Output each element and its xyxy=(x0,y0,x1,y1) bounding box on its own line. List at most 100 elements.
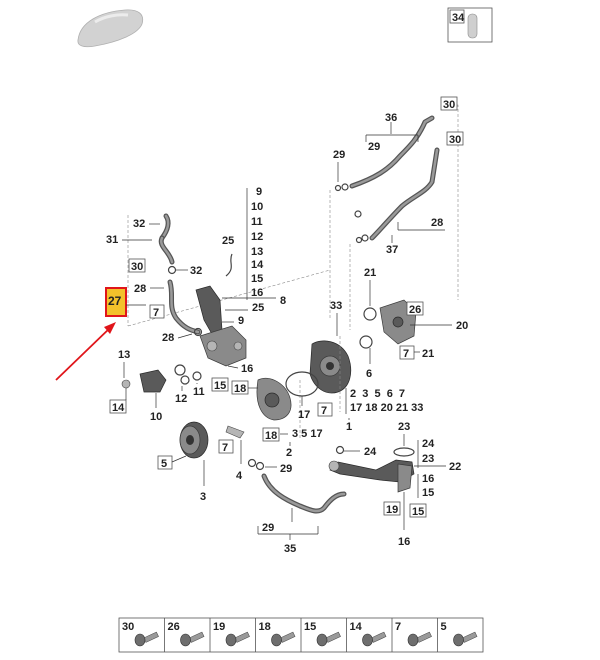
bottom-part-label: 7 xyxy=(395,621,401,633)
bottom-part-icon xyxy=(225,631,250,647)
bottom-part-15: 15 xyxy=(300,618,341,652)
label-15: 15 xyxy=(251,273,263,285)
label-20: 20 xyxy=(456,320,468,332)
hose-36-assembly xyxy=(334,115,435,192)
bottom-part-icon xyxy=(180,631,205,647)
bottom-part-label: 30 xyxy=(122,621,134,633)
label-22: 22 xyxy=(449,461,461,473)
pump-cover-2 xyxy=(256,377,292,421)
label-8: 8 xyxy=(280,295,286,307)
red-arrow xyxy=(55,322,116,381)
box-7: 7 xyxy=(222,442,228,454)
hose-28 xyxy=(167,279,201,335)
bottom-part-5: 5 xyxy=(437,618,478,652)
label-16: 16 xyxy=(241,363,253,375)
label-23: 23 xyxy=(422,453,434,465)
pulley-3 xyxy=(179,421,209,459)
label-36: 36 xyxy=(385,112,397,124)
label-29: 29 xyxy=(368,141,380,153)
label-29: 29 xyxy=(333,149,345,161)
label-row-parts-a: 2 3 5 6 7 xyxy=(350,388,405,400)
label-16: 16 xyxy=(251,287,263,299)
label-1: 1 xyxy=(346,421,352,433)
label-row-parts-c: 3 5 17 xyxy=(292,428,323,440)
label-4: 4 xyxy=(236,470,243,482)
label-10: 10 xyxy=(150,411,162,423)
bottom-part-label: 15 xyxy=(304,621,316,633)
bottom-parts-strip: 30 26 19 18 15 14 7 5 xyxy=(118,617,484,653)
box-30: 30 xyxy=(443,99,455,111)
box-18: 18 xyxy=(265,430,277,442)
label-24: 24 xyxy=(422,438,435,450)
label-33: 33 xyxy=(330,300,342,312)
label-35: 35 xyxy=(284,543,296,555)
label-23: 23 xyxy=(398,421,410,433)
bottom-part-26: 26 xyxy=(164,618,205,652)
box-19: 19 xyxy=(386,504,398,516)
label-28: 28 xyxy=(431,217,443,229)
label-15: 15 xyxy=(422,487,434,499)
label-14: 14 xyxy=(251,259,264,271)
label-37: 37 xyxy=(386,244,398,256)
label-9: 9 xyxy=(238,315,244,327)
bottom-part-icon xyxy=(362,631,387,647)
label-12: 12 xyxy=(251,231,263,243)
bottom-part-19: 19 xyxy=(209,618,250,652)
label-10: 10 xyxy=(251,201,263,213)
bottom-part-label: 26 xyxy=(168,621,180,633)
label-6: 6 xyxy=(366,368,372,380)
bottom-part-18: 18 xyxy=(255,618,296,652)
box-5: 5 xyxy=(161,458,167,470)
label-24: 24 xyxy=(364,446,377,458)
car-icon xyxy=(77,9,144,48)
label-28: 28 xyxy=(162,332,174,344)
label-12: 12 xyxy=(175,393,187,405)
label-32: 32 xyxy=(133,218,145,230)
label-3: 3 xyxy=(200,491,206,503)
box-15: 15 xyxy=(412,506,424,518)
box-7: 7 xyxy=(403,348,409,360)
bottom-part-label: 14 xyxy=(350,621,363,633)
box-18: 18 xyxy=(234,383,246,395)
water-pump-1 xyxy=(309,340,352,394)
label-21: 21 xyxy=(422,348,434,360)
bottom-part-icon xyxy=(407,631,432,647)
label-21: 21 xyxy=(364,267,376,279)
bottom-part-14: 14 xyxy=(346,618,387,652)
label-11: 11 xyxy=(193,386,205,398)
part-34-icon xyxy=(467,13,478,39)
label-34: 34 xyxy=(452,12,465,24)
box-15: 15 xyxy=(214,380,226,392)
box-7: 7 xyxy=(153,307,159,319)
label-29: 29 xyxy=(280,463,292,475)
label-25: 25 xyxy=(252,302,264,314)
label-29: 29 xyxy=(262,522,274,534)
bottom-part-label: 5 xyxy=(441,621,447,633)
label-32: 32 xyxy=(190,265,202,277)
pipe-22 xyxy=(328,459,415,493)
label-9: 9 xyxy=(256,186,262,198)
bottom-part-icon xyxy=(453,631,478,647)
highlight-27[interactable]: 27 xyxy=(105,287,127,317)
label-13: 13 xyxy=(251,246,263,258)
label-2: 2 xyxy=(286,447,292,459)
bottom-part-label: 19 xyxy=(213,621,225,633)
highlight-27-label: 27 xyxy=(108,294,122,308)
label-31: 31 xyxy=(106,234,118,246)
bottom-part-icon xyxy=(271,631,296,647)
label-11: 11 xyxy=(251,216,263,228)
label-25: 25 xyxy=(222,235,234,247)
housing-8 xyxy=(195,285,247,367)
highlight-27-box[interactable] xyxy=(105,287,127,317)
box-26: 26 xyxy=(409,304,421,316)
bottom-part-icon xyxy=(134,631,159,647)
label-17: 17 xyxy=(298,409,310,421)
box-30: 30 xyxy=(449,134,461,146)
label-row-parts-b: 17 18 20 21 33 xyxy=(350,402,423,414)
label-13: 13 xyxy=(118,349,130,361)
hose-31 xyxy=(158,213,175,265)
box-14: 14 xyxy=(112,402,125,414)
label-16: 16 xyxy=(398,536,410,548)
bottom-part-icon xyxy=(316,631,341,647)
